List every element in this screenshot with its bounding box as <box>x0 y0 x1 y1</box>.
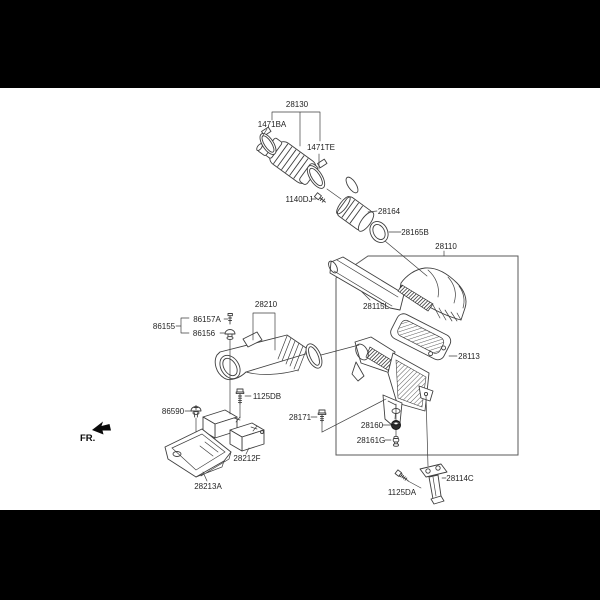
part-label-1471TE: 1471TE <box>307 143 335 152</box>
hose-outlet-end <box>345 176 359 194</box>
air-duct-28164 <box>336 195 375 232</box>
part-label-28114C: 28114C <box>446 474 474 483</box>
air-intake-snorkel-28115L <box>328 256 405 311</box>
part-label-86590: 86590 <box>162 407 185 416</box>
part-label-28164: 28164 <box>378 207 401 216</box>
under-tray-28213A <box>164 428 232 478</box>
part-label-28165B: 28165B <box>401 228 429 237</box>
mount-point-cross <box>250 425 258 432</box>
front-direction-indicator: FR. <box>80 421 111 444</box>
leader-lines <box>175 111 458 489</box>
mount-point-cross <box>233 416 241 423</box>
part-label-86155: 86155 <box>153 322 176 331</box>
air-cleaner-cover <box>397 267 467 322</box>
letterbox-top <box>0 0 600 88</box>
bolt-1125DB <box>235 388 245 405</box>
part-label-28212F: 28212F <box>233 454 260 463</box>
part-label-1471BA: 1471BA <box>258 120 287 129</box>
part-labels: 28130 1471BA 1471TE 1140DJ 28164 28165B … <box>153 100 481 497</box>
part-label-28160: 28160 <box>361 421 384 430</box>
seal-ring-28165B <box>369 221 389 243</box>
part-label-1125DA: 1125DA <box>388 488 417 497</box>
clip-86590 <box>190 405 202 418</box>
fr-label: FR. <box>80 433 95 444</box>
part-label-28113: 28113 <box>458 352 480 361</box>
bolt-1125DA <box>394 469 409 482</box>
letterbox-bottom <box>0 510 600 600</box>
part-label-1125DB: 1125DB <box>253 392 281 401</box>
part-label-28115L: 28115L <box>363 302 390 311</box>
air-cleaner-lower-housing <box>351 336 434 427</box>
part-label-28161G: 28161G <box>357 436 385 445</box>
part-label-28210: 28210 <box>255 300 278 309</box>
front-direction-arrow-icon <box>92 421 111 435</box>
mounting-bracket-28114C <box>419 463 448 505</box>
screw-86157A <box>227 313 233 325</box>
bolt-1140DJ <box>313 192 326 203</box>
part-label-86157A: 86157A <box>193 315 221 324</box>
duct-sticker <box>242 331 263 348</box>
bolt-28171 <box>317 409 327 423</box>
part-label-28110: 28110 <box>435 242 457 251</box>
air-filter-element-28113 <box>390 313 452 361</box>
grommet-28160 <box>390 419 401 430</box>
grommet-86156 <box>224 329 236 340</box>
part-label-28171: 28171 <box>289 413 312 422</box>
duct-flange <box>305 343 323 369</box>
part-label-86156: 86156 <box>193 329 216 338</box>
insulator-28161G <box>392 435 400 447</box>
hose-clamp-1471TE <box>306 158 328 189</box>
resonator-28212F <box>202 409 265 452</box>
part-label-28213A: 28213A <box>194 482 222 491</box>
part-label-28130: 28130 <box>286 100 309 109</box>
part-label-1140DJ: 1140DJ <box>286 195 313 204</box>
